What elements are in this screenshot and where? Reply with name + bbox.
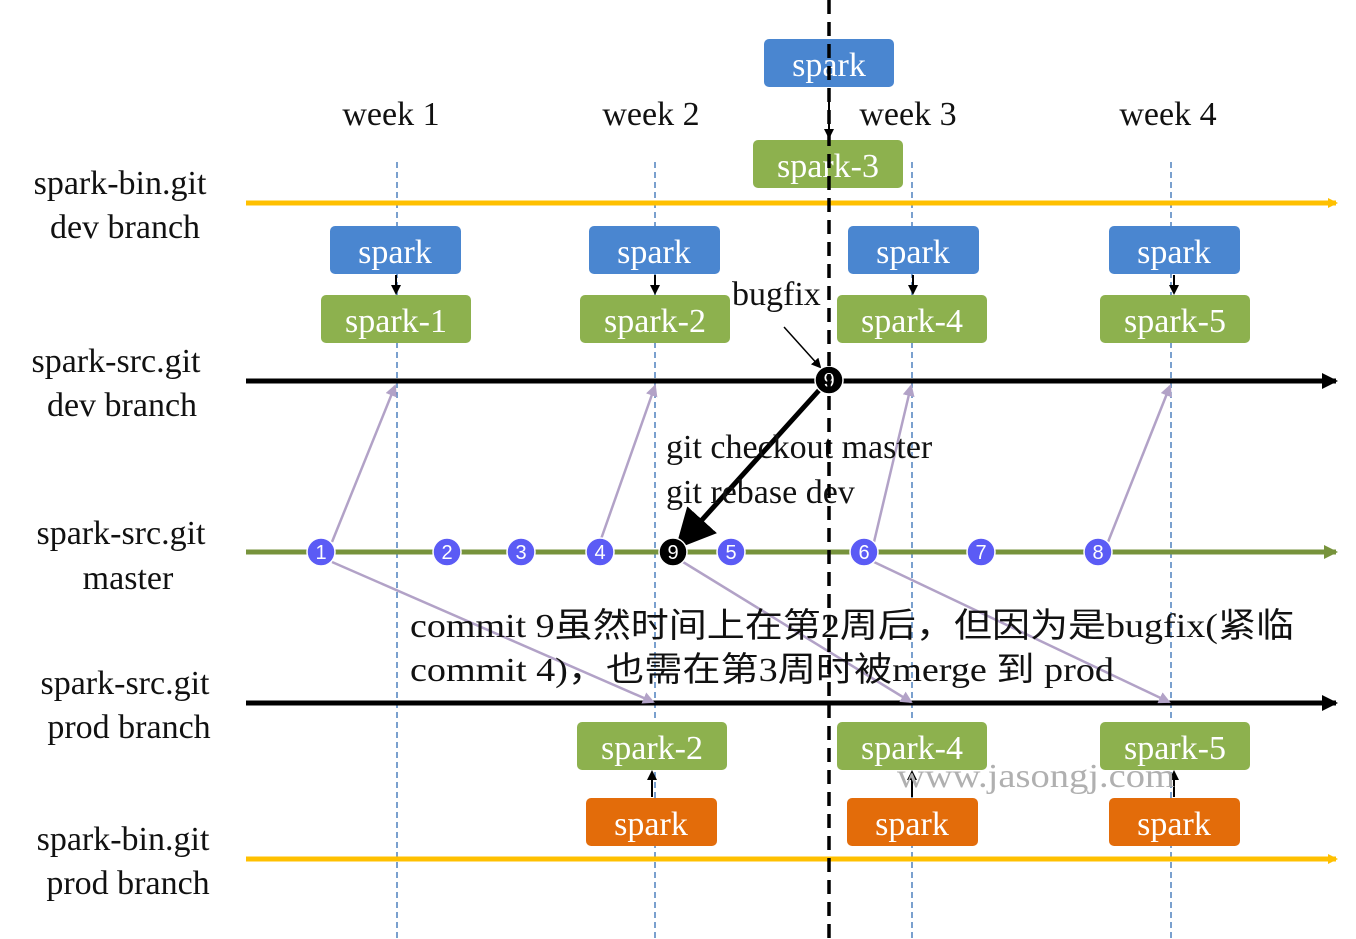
dev-output-label-1: spark-1 [345, 303, 447, 340]
prod-output-box-1 [577, 722, 727, 770]
prod-spark-box-2 [847, 798, 978, 846]
week-4-label: week 4 [1119, 96, 1216, 133]
commit-label-8: 8 [1092, 542, 1103, 564]
rebase-arrow [675, 385, 824, 550]
lane-src-master-line2: master [83, 560, 174, 597]
prod-spark-box-1 [586, 798, 717, 846]
commit-label-9-master: 9 [667, 542, 678, 564]
commit-label-6: 6 [858, 542, 869, 564]
dev-output-box-2 [580, 295, 730, 343]
dev-spark-box-4 [1109, 226, 1240, 274]
lane-src-prod-line1: spark-src.git [40, 665, 210, 702]
prod-spark-box-3 [1109, 798, 1240, 846]
week-1-label: week 1 [342, 96, 439, 133]
lane-bin-prod-line1: spark-bin.git [37, 821, 210, 858]
prod-output-label-1: spark-2 [601, 730, 703, 767]
commit-node-5 [716, 537, 746, 567]
commit-label-1: 1 [315, 542, 326, 564]
prod-spark-label-3: spark [1137, 806, 1211, 843]
prod-spark-label-1: spark [614, 806, 688, 843]
dev-output-label-2: spark-2 [604, 303, 706, 340]
master-commits: 1 2 3 4 9 5 6 7 8 [306, 537, 1113, 567]
lane-src-dev-line1: spark-src.git [31, 343, 201, 380]
purple-arrows [330, 384, 1172, 704]
arrow-c9-to-prod [682, 560, 913, 704]
lane-bin-dev-line1: spark-bin.git [34, 165, 207, 202]
arrow-c1-to-dev [330, 384, 397, 543]
dev-spark-box-1 [330, 226, 461, 274]
lane-src-dev-line2: dev branch [47, 387, 197, 424]
dev-output-label-3: spark-4 [861, 303, 963, 340]
arrow-c6-to-prod [873, 560, 1171, 704]
bugfix-label: bugfix [732, 276, 821, 313]
commit-node-3 [506, 537, 536, 567]
lane-bin-prod-line2: prod branch [46, 865, 209, 902]
dev-output-label-4: spark-5 [1124, 303, 1226, 340]
dev-output-box-1 [321, 295, 471, 343]
lane-src-prod-line2: prod branch [47, 709, 210, 746]
arrow-c4-to-dev [598, 384, 658, 543]
git-checkout-label: git checkout master [666, 429, 933, 466]
note-line-2: commit 4)，也需在第3周时被merge 到 prod [410, 651, 1114, 689]
commit-node-7 [966, 537, 996, 567]
bugfix-pointer [783, 326, 822, 369]
commit-label-3: 3 [515, 542, 526, 564]
dev-spark-label-1: spark [358, 234, 432, 271]
dev-output-box-4 [1100, 295, 1250, 343]
commit-label-5: 5 [725, 542, 736, 564]
commit-node-8 [1083, 537, 1113, 567]
arrow-c6-to-dev [872, 384, 915, 543]
top-spark-box [764, 39, 894, 87]
arrow-c1-to-prod [331, 560, 655, 704]
git-rebase-label: git rebase dev [666, 474, 855, 511]
lane-src-master-line1: spark-src.git [36, 515, 206, 552]
prod-spark-label-2: spark [875, 806, 949, 843]
lane-bin-dev-line2: dev branch [50, 209, 200, 246]
prod-output-label-2: spark-4 [861, 730, 963, 767]
dev-spark-label-3: spark [876, 234, 950, 271]
dev-output-box-3 [837, 295, 987, 343]
commit-label-4: 4 [594, 542, 605, 564]
note-line-1: commit 9虽然时间上在第2周后，但因为是bugfix(紧临 [410, 607, 1294, 645]
commit-node-1 [306, 537, 336, 567]
week-3-label: week 3 [859, 96, 956, 133]
dev-spark-box-3 [848, 226, 979, 274]
arrow-c8-to-dev [1106, 384, 1172, 543]
dev-spark-box-2 [589, 226, 720, 274]
commit-label-7: 7 [975, 542, 986, 564]
prod-output-box-2 [837, 722, 987, 770]
commit-node-6 [849, 537, 879, 567]
prod-output-box-3 [1100, 722, 1250, 770]
commit-node-4 [585, 537, 615, 567]
box-connectors [391, 275, 1179, 797]
dev-spark-label-2: spark [617, 234, 691, 271]
prod-output-label-3: spark-5 [1124, 730, 1226, 767]
dev-spark-label-4: spark [1137, 234, 1211, 271]
commit-label-2: 2 [441, 542, 452, 564]
commit-node-9-master [658, 537, 688, 567]
watermark: www.jasongj.com [897, 758, 1175, 795]
commit-node-2 [432, 537, 462, 567]
week-2-label: week 2 [602, 96, 699, 133]
